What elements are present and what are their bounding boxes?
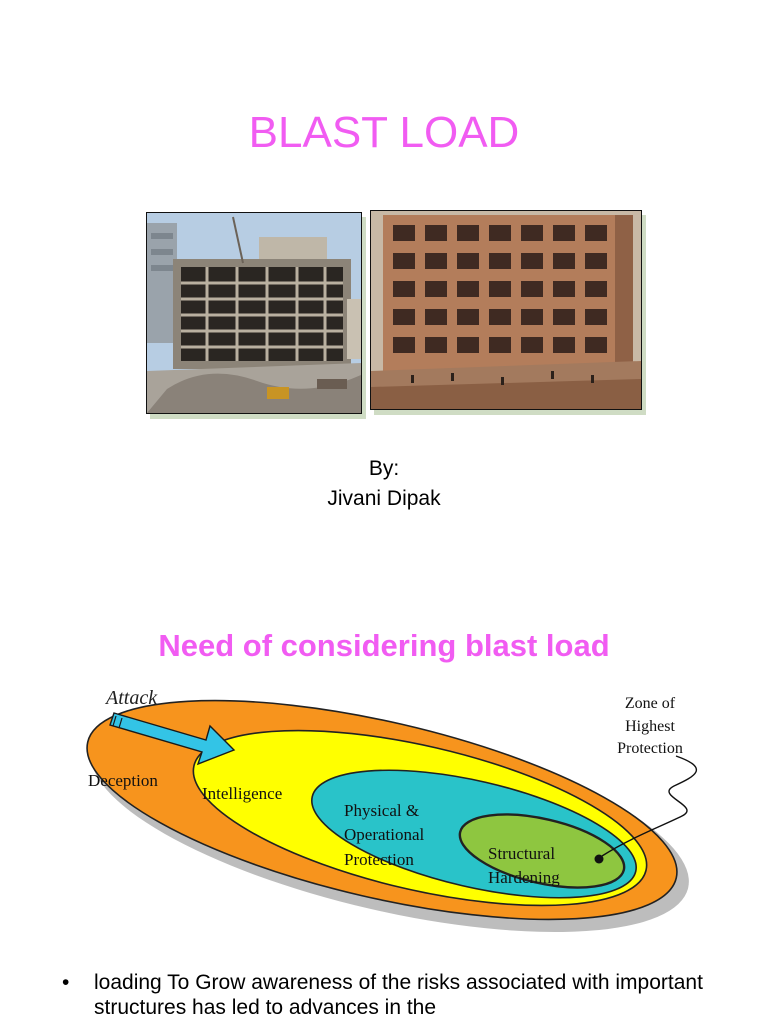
author-name: Jivani Dipak (327, 487, 441, 510)
physical-label-line2: Operational (344, 825, 425, 844)
zone-pointer-line (594, 755, 698, 864)
attack-label: Attack (104, 687, 158, 709)
layer-structural-hardening (458, 813, 626, 889)
attack-arrow (109, 712, 236, 766)
deception-label: Deception (88, 771, 158, 790)
bullet-dot-icon: • (62, 971, 70, 994)
physical-label-line3: Protection (344, 850, 414, 869)
building-photo-right (370, 210, 642, 410)
zone-label-line1: Zone of (625, 695, 676, 712)
structural-label-line1: Structural (488, 844, 555, 863)
section-title: Need of considering blast load (158, 628, 610, 663)
zone-label-line3: Protection (617, 740, 683, 757)
byline-label: By: (368, 457, 400, 480)
byline: By: Jivani Dipak (0, 454, 768, 514)
building-photo-left (146, 212, 362, 414)
protection-layers-diagram: Attack Deception Intelligence Physical &… (86, 687, 698, 933)
zone-label-line2: Highest (625, 718, 675, 735)
intelligence-label: Intelligence (202, 784, 282, 803)
bullet-text: loading To Grow awareness of the risks a… (94, 971, 703, 1019)
physical-label-line1: Physical & (344, 801, 419, 820)
structural-label-line2: Hardening (488, 868, 560, 887)
slide-title: BLAST LOAD (248, 108, 520, 157)
